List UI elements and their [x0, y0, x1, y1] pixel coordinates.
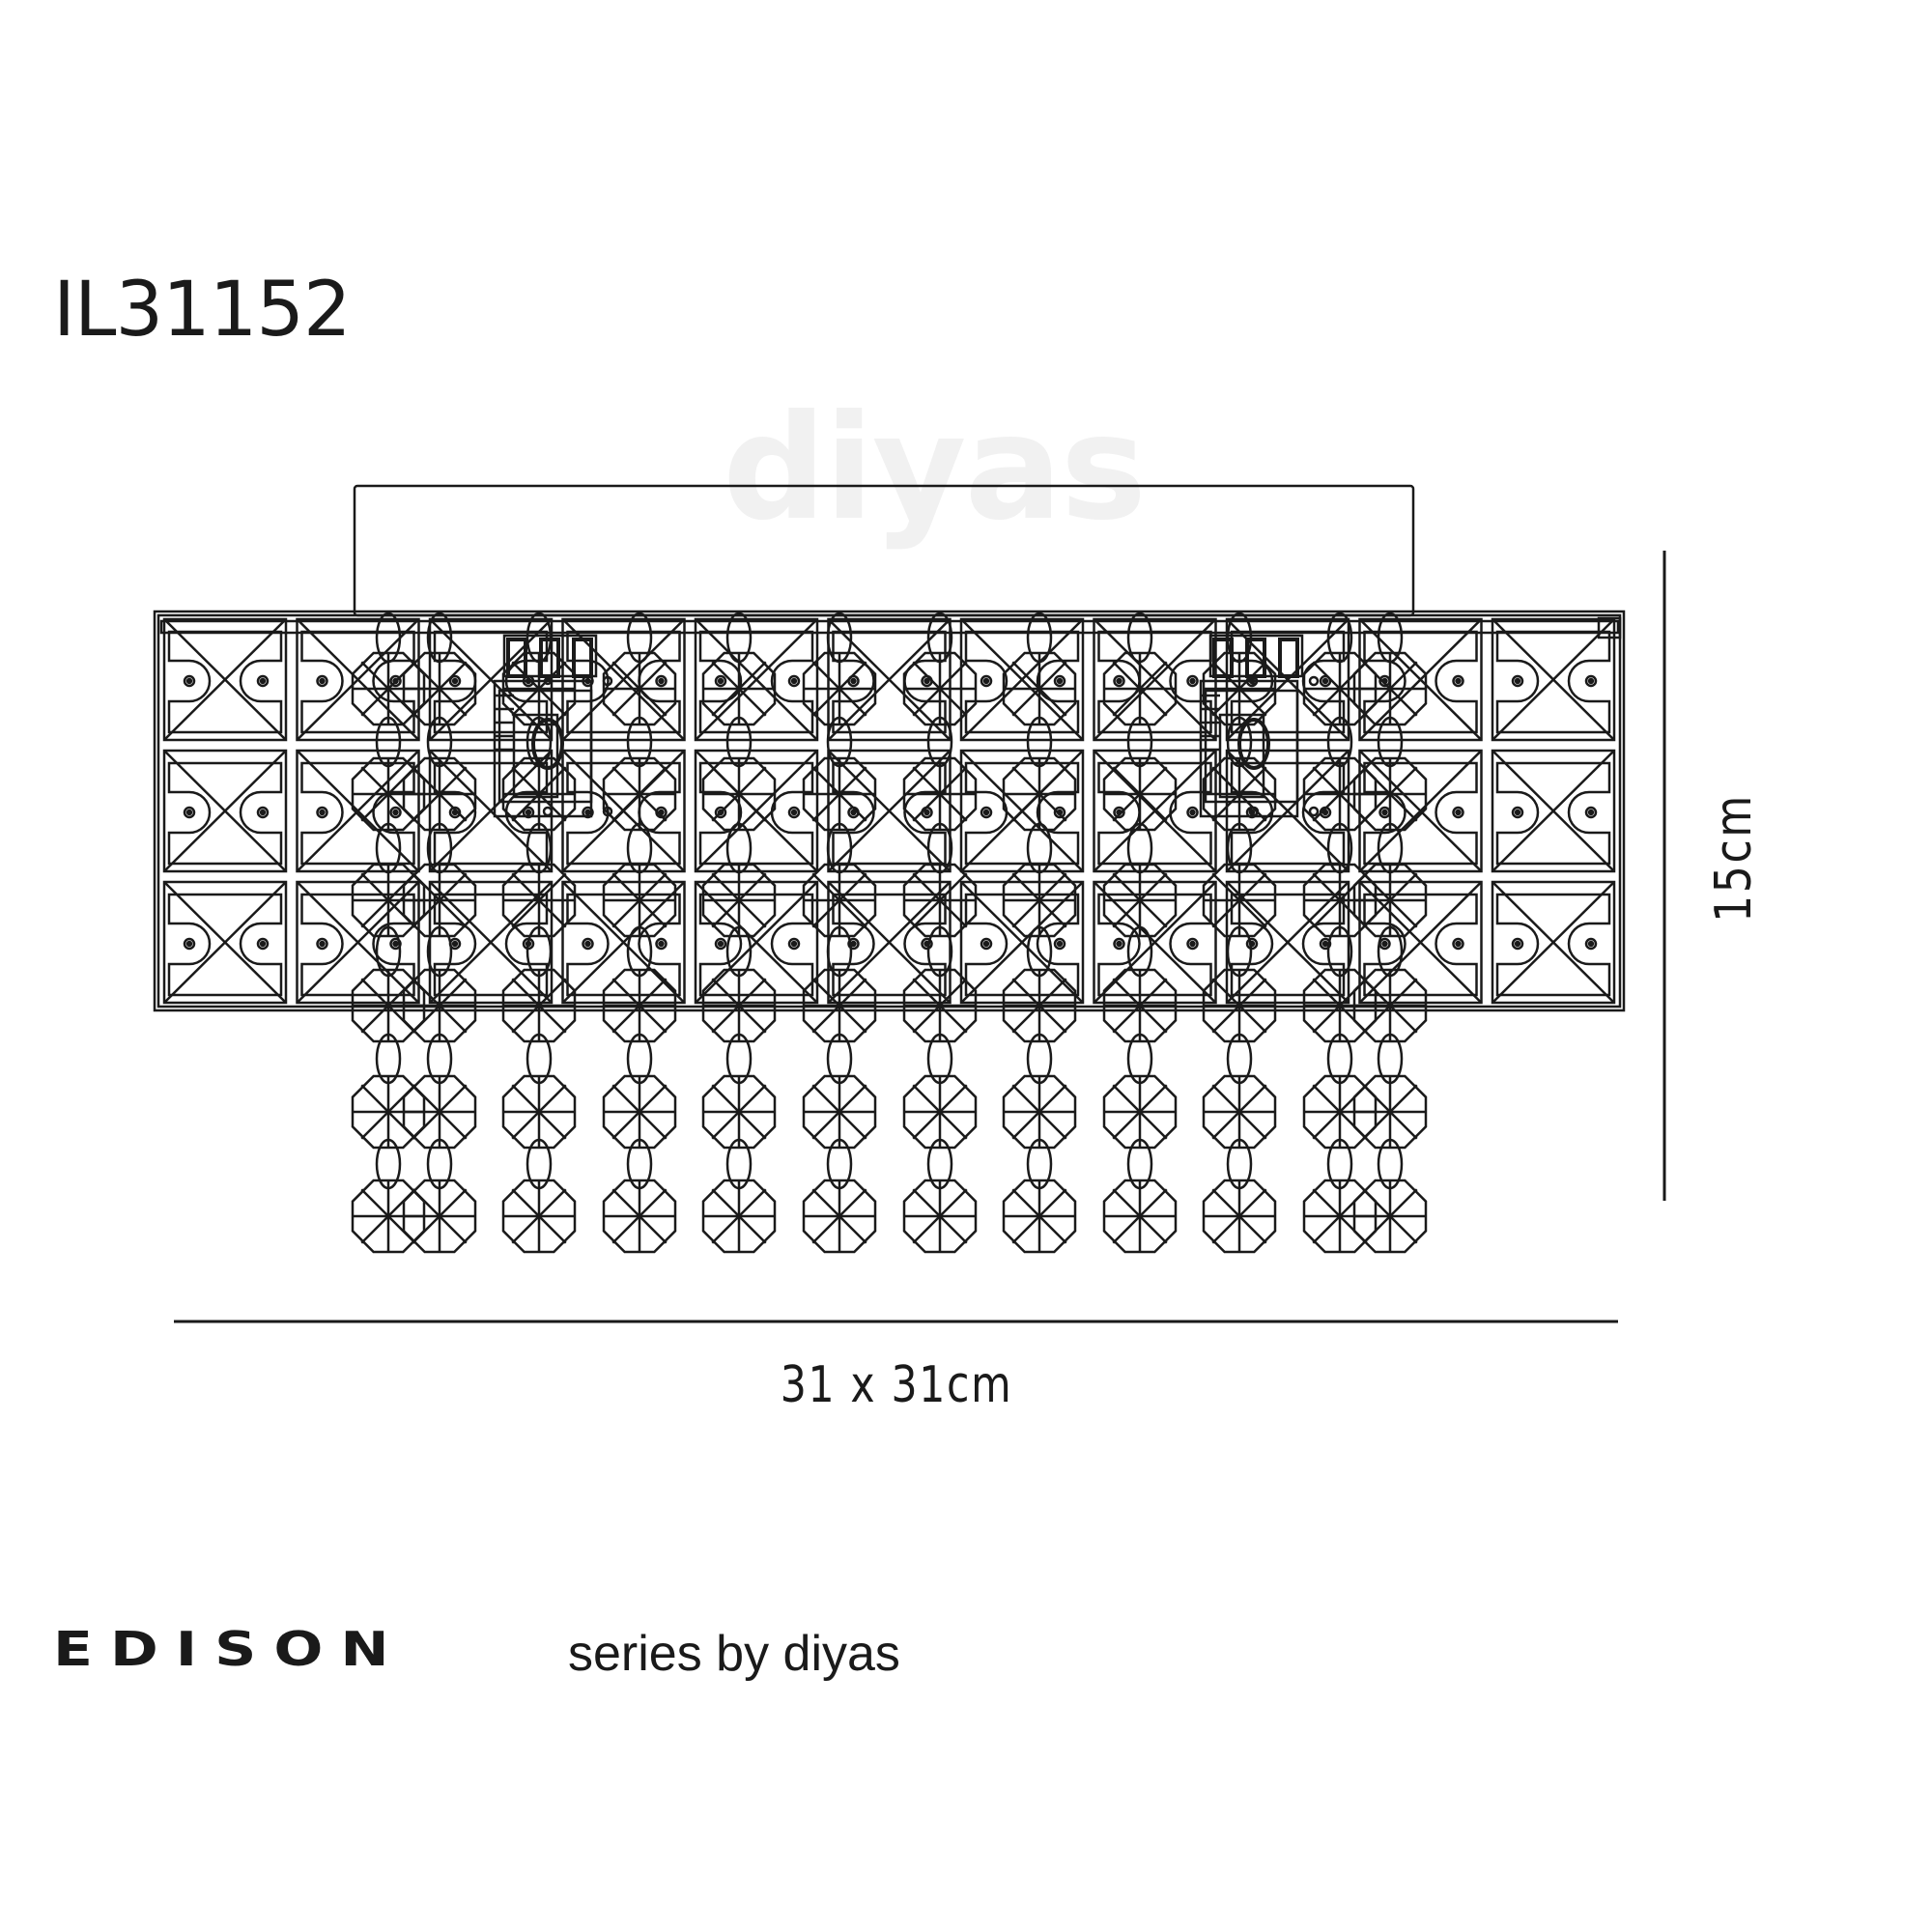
crystal-strand [902, 611, 978, 1254]
crystal-tile [827, 749, 952, 873]
crystal-tile [162, 617, 288, 742]
crystal-strand [402, 611, 477, 1254]
crystal-tile [1491, 880, 1616, 1005]
product-code: IL31152 [53, 267, 352, 354]
crystal-strand [701, 611, 777, 1254]
crystal-tile [1093, 880, 1217, 1005]
height-dimension-label: 15cm [1705, 793, 1763, 923]
series-name: EDISON [53, 1621, 407, 1678]
crystal-tile [1358, 749, 1483, 873]
crystal-tile [1358, 617, 1483, 742]
crystal-strand [1102, 611, 1178, 1254]
series-byline: series by diyas [568, 1626, 900, 1682]
width-dimension-label: 31 x 31cm [780, 1356, 1013, 1414]
crystal-tile [1093, 617, 1217, 742]
crystal-strands [351, 611, 1428, 1254]
crystal-strand [802, 611, 877, 1254]
crystal-strand [602, 611, 677, 1254]
frame [153, 610, 1626, 1012]
crystal-tile [296, 880, 420, 1005]
crystal-tile [1225, 880, 1350, 1005]
crystal-strand [1352, 611, 1428, 1254]
crystal-tile [162, 749, 288, 873]
watermark-logo: diyas [723, 384, 1147, 553]
crystal-tile [1225, 749, 1350, 873]
crystal-strand [1202, 611, 1277, 1254]
dimension-lines [174, 551, 1666, 1323]
crystal-tile [428, 749, 554, 873]
crystal-tile [694, 617, 819, 742]
crystal-tile [1491, 617, 1616, 742]
crystal-tile [959, 880, 1085, 1005]
crystal-tile [1093, 749, 1217, 873]
crystal-tile [162, 880, 288, 1005]
crystal-tile [694, 749, 819, 873]
crystal-strand [501, 611, 577, 1254]
canopy [353, 484, 1415, 617]
crystal-tile [561, 880, 686, 1005]
crystal-tile [1491, 749, 1616, 873]
crystal-tile [1358, 880, 1483, 1005]
crystal-tile [296, 749, 420, 873]
crystal-tile [959, 617, 1085, 742]
crystal-strand [1002, 611, 1077, 1254]
